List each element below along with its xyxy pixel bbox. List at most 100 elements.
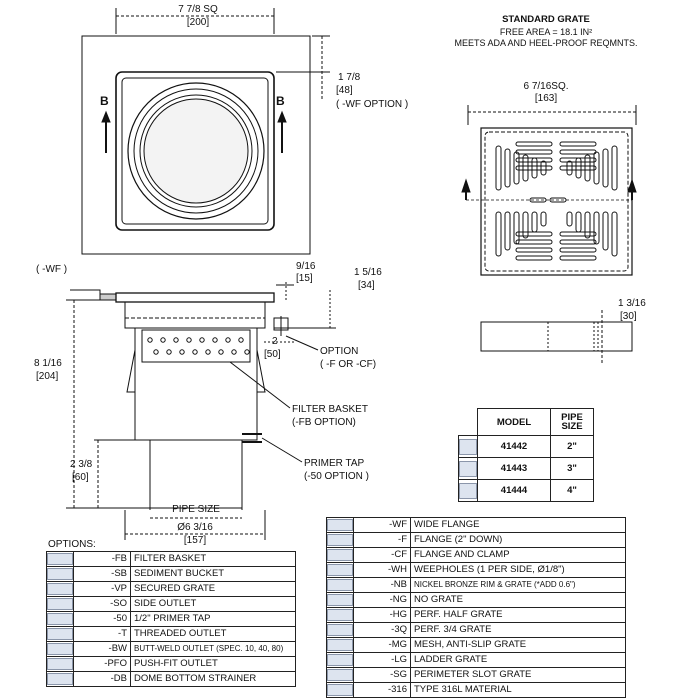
option-checkbox[interactable] <box>326 667 354 683</box>
option-code: -NB <box>353 577 411 593</box>
option-description: FLANGE AND CLAMP <box>410 547 626 563</box>
option-checkbox[interactable] <box>326 607 354 623</box>
checkbox-icon[interactable] <box>327 684 353 696</box>
flange-outline <box>81 35 311 255</box>
grate-slot <box>531 211 538 233</box>
perforation-hole <box>153 349 159 355</box>
option-checkbox[interactable] <box>326 682 354 698</box>
top-dim-metric: [34] <box>358 280 375 291</box>
option-checkbox[interactable] <box>326 562 354 578</box>
model-checkbox[interactable] <box>458 435 478 458</box>
model-checkbox[interactable] <box>458 457 478 480</box>
model-number: 41444 <box>477 479 551 502</box>
checkbox-icon[interactable] <box>327 579 353 591</box>
grate-slot <box>515 165 553 171</box>
pipe-size-label: PIPE SIZE <box>172 504 220 515</box>
checkbox-icon[interactable] <box>459 438 477 455</box>
grate-side <box>480 321 633 352</box>
option-description: SECURED GRATE <box>130 581 296 597</box>
model-checkbox[interactable] <box>458 479 478 502</box>
option-description: 1/2" PRIMER TAP <box>130 611 296 627</box>
checkbox-icon[interactable] <box>327 609 353 621</box>
checkbox-icon[interactable] <box>327 654 353 666</box>
primer-label: PRIMER TAP <box>304 458 365 469</box>
option-code: -CF <box>353 547 411 563</box>
checkbox-icon[interactable] <box>327 624 353 636</box>
option-checkbox[interactable] <box>46 626 74 642</box>
checkbox-icon[interactable] <box>47 628 73 640</box>
option-checkbox[interactable] <box>326 517 354 533</box>
grate-slot <box>504 148 511 188</box>
flange-dim-metric: [48] <box>336 85 353 96</box>
checkbox-icon[interactable] <box>327 669 353 681</box>
option-checkbox[interactable] <box>46 611 74 627</box>
drain-body <box>134 327 258 441</box>
option-code: -LG <box>353 652 411 668</box>
pipe-size-value: 2" <box>550 435 594 458</box>
option-checkbox[interactable] <box>46 551 74 567</box>
model-number: 41443 <box>477 457 551 480</box>
option-code: -3Q <box>353 622 411 638</box>
model-number: 41442 <box>477 435 551 458</box>
grate-slot <box>602 211 609 251</box>
checkbox-icon[interactable] <box>327 534 353 546</box>
option-checkbox[interactable] <box>46 566 74 582</box>
checkbox-icon[interactable] <box>47 553 73 565</box>
option-description: BUTT-WELD OUTLET (SPEC. 10, 40, 80) <box>130 641 296 657</box>
pipe-size-header: PIPE SIZE <box>550 408 594 436</box>
grate-slot <box>584 211 591 239</box>
option-checkbox[interactable] <box>326 622 354 638</box>
perforation-hole <box>192 349 198 355</box>
checkbox-icon[interactable] <box>47 643 73 655</box>
grate-slot <box>495 211 502 257</box>
option-checkbox[interactable] <box>46 581 74 597</box>
pipe-size-value: 3" <box>550 457 594 480</box>
checkbox-icon[interactable] <box>47 568 73 580</box>
option-checkbox[interactable] <box>46 671 74 687</box>
option-checkbox[interactable] <box>326 592 354 608</box>
top-view <box>81 8 330 255</box>
option-description: FLANGE (2" DOWN) <box>410 532 626 548</box>
option-checkbox[interactable] <box>326 652 354 668</box>
grate-slot <box>515 255 553 261</box>
option-code: -WH <box>353 562 411 578</box>
checkbox-icon[interactable] <box>47 658 73 670</box>
checkbox-icon[interactable] <box>47 598 73 610</box>
checkbox-icon[interactable] <box>459 482 477 499</box>
grate-slot <box>602 148 609 188</box>
option-checkbox[interactable] <box>326 532 354 548</box>
grate-slot <box>515 157 553 163</box>
checkbox-icon[interactable] <box>327 549 353 561</box>
option-description: WIDE FLANGE <box>410 517 626 533</box>
grate-slot <box>559 247 597 253</box>
option-checkbox[interactable] <box>46 656 74 672</box>
option-checkbox[interactable] <box>326 577 354 593</box>
grate-slot <box>515 141 553 147</box>
checkbox-icon[interactable] <box>327 594 353 606</box>
section-view <box>66 282 336 540</box>
grate-compliance: MEETS ADA AND HEEL-PROOF REQMNTS. <box>454 38 638 48</box>
checkbox-icon[interactable] <box>327 519 353 531</box>
checkbox-icon[interactable] <box>47 583 73 595</box>
grate-size-label: 6 7/16SQ. <box>523 81 569 92</box>
diameter-metric: [157] <box>183 535 207 546</box>
checkbox-icon[interactable] <box>47 673 73 685</box>
checkbox-icon[interactable] <box>459 460 477 477</box>
checkbox-icon[interactable] <box>327 564 353 576</box>
option-code: -FB <box>73 551 131 567</box>
options-title: OPTIONS: <box>48 539 96 550</box>
checkbox-icon[interactable] <box>47 613 73 625</box>
top-width-metric: [200] <box>186 17 210 28</box>
pipe-size-value: 4" <box>550 479 594 502</box>
option-checkbox[interactable] <box>326 637 354 653</box>
checkbox-icon[interactable] <box>327 639 353 651</box>
option-checkbox[interactable] <box>46 596 74 612</box>
option-checkbox[interactable] <box>326 547 354 563</box>
option-checkbox[interactable] <box>46 641 74 657</box>
